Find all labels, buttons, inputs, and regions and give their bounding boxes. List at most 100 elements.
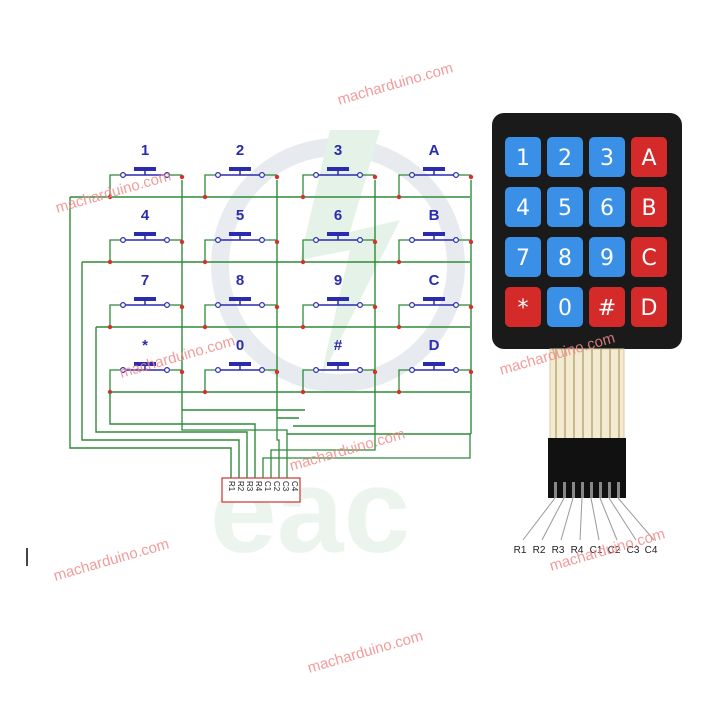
junction-node [396, 194, 402, 200]
junction-node [372, 304, 378, 310]
junction-node [274, 239, 280, 245]
connector-pin [599, 482, 602, 498]
keypad-key-label: D [641, 296, 658, 321]
switch-cap [134, 297, 156, 301]
switch-terminal [259, 172, 266, 179]
key-label: * [142, 337, 148, 354]
ribbon-cable [548, 348, 626, 498]
key-switch: C [396, 272, 474, 330]
keypad-key: D [631, 287, 667, 327]
switch-lead [302, 304, 313, 327]
switch-terminal [453, 237, 460, 244]
pin-label: C4 [645, 545, 658, 556]
connector-pin [572, 482, 575, 498]
logo-text: eac [210, 444, 410, 578]
pin-label: C1 [590, 545, 603, 556]
connector-pin [608, 482, 611, 498]
lightning-bolt-icon [300, 130, 400, 380]
switch-cap [134, 232, 156, 236]
junction-node [107, 194, 113, 200]
switch-cap [327, 167, 349, 171]
keypad-key: 4 [505, 187, 541, 227]
key-switch: 3 [300, 142, 378, 200]
key-label: 7 [141, 272, 149, 289]
connector-pin-label: R2 [236, 481, 245, 492]
switch-terminal [357, 302, 364, 309]
switch-terminal [357, 237, 364, 244]
switch-cap [327, 362, 349, 366]
keypad-key-face [631, 237, 667, 277]
key-switch: * [107, 337, 185, 395]
switch-terminal [453, 172, 460, 179]
switch-terminal [215, 367, 222, 374]
switch-terminal [409, 302, 416, 309]
key-switch: 1 [107, 142, 185, 200]
connector-pin-label: C4 [290, 481, 299, 492]
junction-node [468, 174, 474, 180]
keypad-key-face [631, 287, 667, 327]
keypad-key: 7 [505, 237, 541, 277]
ribbon-connector [548, 438, 626, 498]
junction-node [396, 324, 402, 330]
junction-node [300, 259, 306, 265]
junction-node [300, 324, 306, 330]
switch-terminal [119, 302, 126, 309]
pin-label: R2 [533, 545, 546, 556]
junction-node [372, 174, 378, 180]
row-wire [81, 262, 240, 478]
key-label: 5 [236, 207, 244, 224]
keypad-key: 9 [589, 237, 625, 277]
switch-lead [109, 369, 120, 392]
keypad-key: A [631, 137, 667, 177]
row-wire [69, 197, 232, 478]
keypad-key-label: 1 [516, 146, 530, 171]
switch-cap [423, 232, 445, 236]
key-label: # [334, 337, 343, 354]
switch-lead [302, 174, 313, 197]
key-label: B [429, 207, 440, 224]
switch-terminal [453, 367, 460, 374]
junction-node [300, 389, 306, 395]
connector-pin-label: C2 [272, 481, 281, 492]
keypad-key-label: 5 [558, 196, 572, 221]
connector-pin [590, 482, 593, 498]
pin-lead [522, 497, 556, 541]
switch-lead [109, 239, 120, 262]
pin-label: R1 [514, 545, 527, 556]
key-label: 2 [236, 142, 244, 159]
keypad-key: C [631, 237, 667, 277]
junction-node [107, 324, 113, 330]
connector-pin-label: R4 [254, 481, 263, 492]
switch-terminal [409, 367, 416, 374]
switch-terminal [259, 302, 266, 309]
connector-pin [563, 482, 566, 498]
key-switch: 9 [300, 272, 378, 330]
keypad-key: * [505, 287, 541, 327]
junction-node [274, 369, 280, 375]
keypad-key-label: B [641, 196, 656, 221]
switch-lead [398, 304, 409, 327]
junction-node [179, 304, 185, 310]
keypad-key-face [631, 187, 667, 227]
key-label: A [429, 142, 440, 159]
keypad-key: 0 [547, 287, 583, 327]
switch-lead [398, 369, 409, 392]
key-switch: 7 [107, 272, 185, 330]
keypad-key-face [589, 137, 625, 177]
keypad-key: B [631, 187, 667, 227]
switch-terminal [259, 237, 266, 244]
switch-terminal [453, 302, 460, 309]
switch-terminal [164, 367, 171, 374]
keypad-key: 2 [547, 137, 583, 177]
key-switch: 5 [202, 207, 280, 265]
switch-lead [204, 304, 215, 327]
key-label: 9 [334, 272, 342, 289]
switch-cap [229, 232, 251, 236]
junction-node [179, 369, 185, 375]
eac-logo-watermark: eac [210, 130, 465, 578]
key-label: 8 [236, 272, 244, 289]
pin-label: C2 [608, 545, 621, 556]
